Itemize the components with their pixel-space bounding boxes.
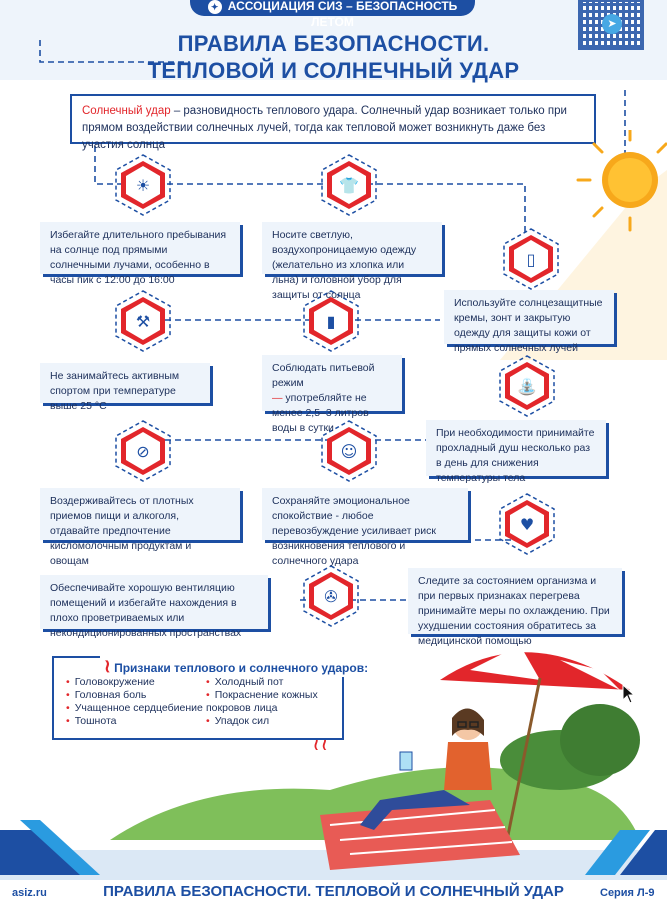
no-food-icon: ⊘ [112,420,174,482]
tshirt-icon: 👕 [318,154,380,216]
symptom-item: Учащенное сердцебиение [66,702,206,715]
meditation-icon: ☺ [318,420,380,482]
page-title: ПРАВИЛА БЕЗОПАСНОСТИ. ТЕПЛОВОЙ И СОЛНЕЧН… [0,30,667,84]
tip-text-drinking-b: употребляйте не менее 2,5–3 литров воды … [272,392,369,434]
picnic-scene-illustration: ≀≀ [0,645,667,880]
qr-code[interactable]: ➤ [578,0,644,50]
tip-text-drinking-dash: — [272,392,283,404]
tip-text-calm: Сохраняйте эмоциональное спокойствие - л… [272,495,436,567]
tip-text-monitor: Следите за состоянием организма и при пе… [418,575,610,647]
svg-text:♥: ♥ [520,515,534,534]
page-title-line-2: ТЕПЛОВОЙ И СОЛНЕЧНЫЙ УДАР [147,58,520,83]
sun-icon: ☀ [112,154,174,216]
water-bottle-icon: ▮ [300,290,362,352]
footer-series: Серия Л-9 [600,887,655,899]
symptom-item: Головная боль [66,689,206,702]
tip-card-shower: При необходимости принимайте прохладный … [426,420,606,484]
tip-card-clothing: Носите светлую, воздухопроницаемую одежд… [262,222,442,301]
tip-text-food: Воздерживайтесь от плотных приемов пищи … [50,495,194,567]
symptom-item: Холодный пот [206,676,346,689]
svg-text:☺: ☺ [341,442,358,461]
ventilation-icon: ✇ [300,565,362,627]
svg-text:☀: ☀ [136,176,150,195]
mouse-cursor-icon [622,684,636,704]
symptoms-title-text: Признаки теплового и солнечного ударов: [114,661,369,675]
symptoms-list-right: Холодный пот Покраснение кожных покровов… [206,676,346,728]
svg-text:⚒: ⚒ [136,312,150,331]
svg-text:▮: ▮ [327,312,336,331]
tip-card-drinking: Соблюдать питьевой режим — употребляйте … [262,355,402,434]
svg-text:⛲: ⛲ [517,377,537,396]
association-banner: ✦ АССОЦИАЦИЯ СИЗ – БЕЗОПАСНОСТЬ ЛЕТОМ [190,0,475,29]
definition-box: Солнечный удар – разновидность теплового… [70,94,596,151]
symptom-item: Тошнота [66,715,206,728]
svg-text:⊘: ⊘ [136,442,149,461]
tip-text-sun-exposure: Избегайте длительного пребывания на солн… [50,229,227,286]
symptom-item: Головокружение [66,676,206,689]
wave-icon: ≀ [104,656,111,676]
symptoms-list-left: Головокружение Головная боль Учащенное с… [66,676,206,728]
tip-card-food: Воздерживайтесь от плотных приемов пищи … [40,488,240,567]
tip-card-monitor: Следите за состоянием организма и при пе… [408,568,622,647]
page-title-line-1: ПРАВИЛА БЕЗОПАСНОСТИ. [177,31,490,56]
association-logo-icon: ✦ [207,0,222,14]
footer-stripes [0,820,667,875]
shower-icon: ⛲ [496,355,558,417]
tip-text-sunscreen: Используйте солнцезащитные кремы, зонт и… [454,297,603,354]
tip-text-drinking-a: Соблюдать питьевой режим [272,362,375,389]
definition-text: – разновидность теплового удара. Солнечн… [82,105,567,151]
symptoms-title: ≀ Признаки теплового и солнечного ударов… [100,656,373,677]
tip-text-shower: При необходимости принимайте прохладный … [436,427,595,484]
tip-card-calm: Сохраняйте эмоциональное спокойствие - л… [262,488,468,567]
tip-text-ventilation: Обеспечивайте хорошую вентиляцию помещен… [50,582,242,639]
symptom-item: Упадок сил [206,715,346,728]
definition-term: Солнечный удар [82,105,171,117]
sunscreen-icon: ▯ [500,228,562,290]
footer-title: ПРАВИЛА БЕЗОПАСНОСТИ. ТЕПЛОВОЙ И СОЛНЕЧН… [103,883,564,900]
tip-card-sunscreen: Используйте солнцезащитные кремы, зонт и… [444,290,614,354]
dumbbell-icon: ⚒ [112,290,174,352]
svg-text:▯: ▯ [527,250,536,269]
tip-card-sun-exposure: Избегайте длительного пребывания на солн… [40,222,240,286]
symptom-item: Покраснение кожных покровов лица [206,689,346,715]
tip-card-sport: Не занимайтесь активным спортом при темп… [40,363,210,412]
svg-text:✇: ✇ [324,587,337,606]
telegram-icon: ➤ [602,14,622,34]
heart-hands-icon: ♥ [496,493,558,555]
association-name: АССОЦИАЦИЯ СИЗ – БЕЗОПАСНОСТЬ ЛЕТОМ [227,0,458,29]
svg-text:👕: 👕 [339,176,359,195]
tip-card-ventilation: Обеспечивайте хорошую вентиляцию помещен… [40,575,268,639]
footer-site-link[interactable]: asiz.ru [12,887,47,899]
tip-text-clothing: Носите светлую, воздухопроницаемую одежд… [272,229,417,301]
tip-text-sport: Не занимайтесь активным спортом при темп… [50,370,180,412]
